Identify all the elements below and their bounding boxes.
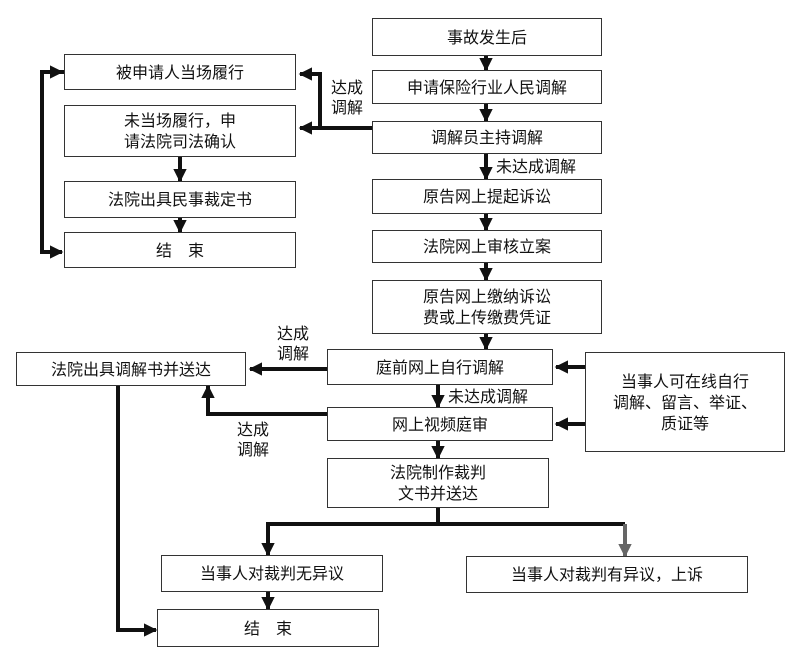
label-reached-mediation-1: 达成 调解 [330, 78, 363, 117]
node-apply-mediation: 申请保险行业人民调解 [372, 70, 602, 104]
node-not-performed: 未当场履行，申 请法院司法确认 [64, 105, 296, 157]
label-not-reached-2: 未达成调解 [448, 387, 529, 406]
node-objection-appeal: 当事人对裁判有异议，上诉 [466, 556, 748, 593]
node-perform-on-spot: 被申请人当场履行 [64, 54, 296, 90]
node-online-suit: 原告网上提起诉讼 [372, 179, 602, 214]
node-judgment: 法院制作裁判 文书并送达 [327, 458, 549, 508]
node-civil-ruling: 法院出具民事裁定书 [64, 181, 296, 218]
node-mediator: 调解员主持调解 [372, 121, 602, 154]
node-court-review: 法院网上审核立案 [372, 230, 602, 263]
node-incident: 事故发生后 [372, 18, 602, 56]
node-mediation-document: 法院出具调解书并送达 [16, 352, 246, 386]
node-pretrial-mediation: 庭前网上自行调解 [327, 349, 553, 385]
node-video-trial: 网上视频庭审 [327, 407, 553, 441]
node-end-bottom: 结 束 [157, 609, 379, 647]
label-reached-mediation-2: 达成 调解 [276, 324, 309, 363]
node-parties-online: 当事人可在线自行 调解、留言、举证、 质证等 [585, 352, 785, 452]
node-pay-fee: 原告网上缴纳诉讼 费或上传缴费凭证 [372, 280, 602, 334]
label-reached-mediation-3: 达成 调解 [236, 420, 269, 459]
node-no-objection: 当事人对裁判无异议 [161, 555, 383, 592]
label-not-reached-1: 未达成调解 [496, 157, 577, 176]
node-end-top: 结 束 [64, 232, 296, 268]
